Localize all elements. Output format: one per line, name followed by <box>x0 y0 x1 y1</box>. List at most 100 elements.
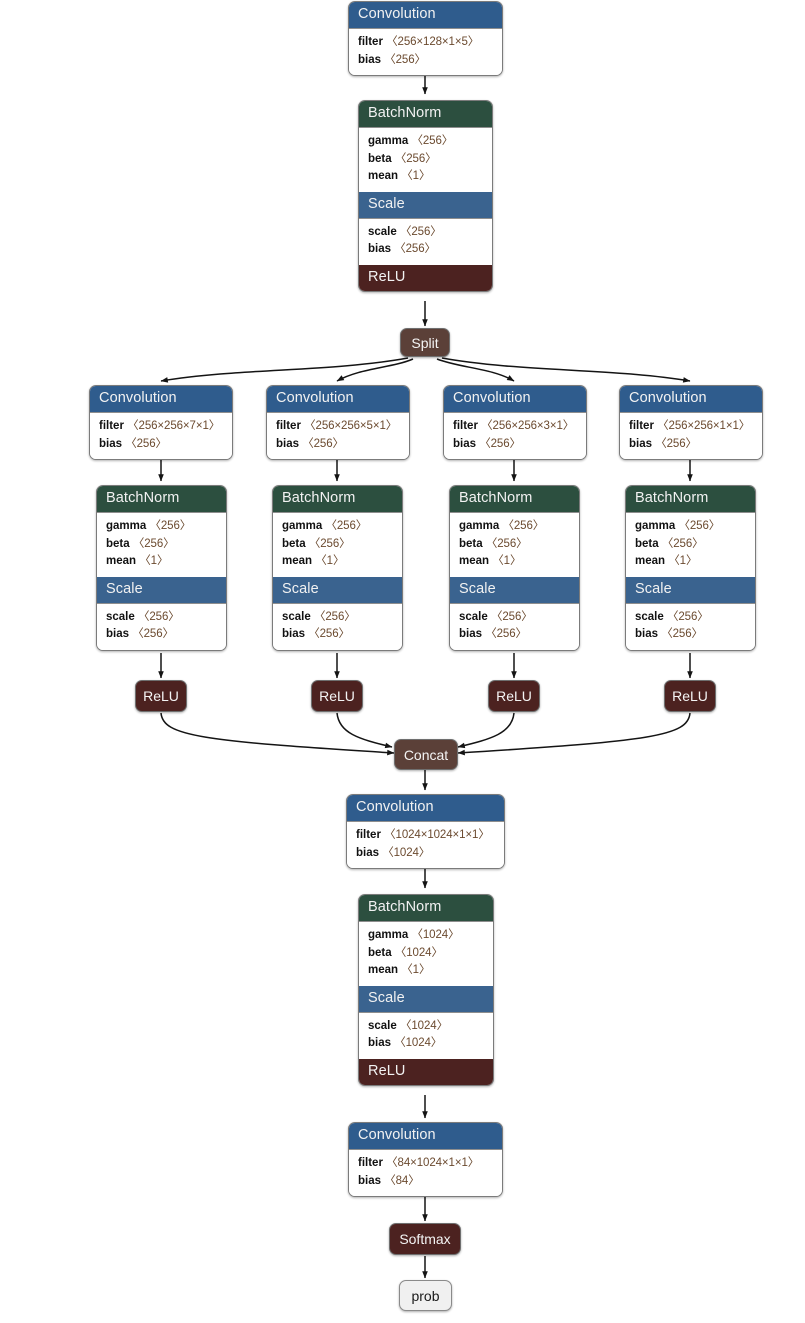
param-name: mean <box>368 964 399 976</box>
param-value: 〈1024〉 <box>382 846 431 859</box>
param-name: gamma <box>368 135 409 147</box>
node-branch3-relu[interactable]: ReLU <box>664 680 716 712</box>
node-branch1-relu[interactable]: ReLU <box>311 680 363 712</box>
param-value: 〈256〉 <box>485 628 527 640</box>
param-name: filter <box>276 420 301 432</box>
node-header-scale: Scale <box>359 191 492 218</box>
node-header-relu: ReLU <box>359 264 492 291</box>
param-beta: beta 〈256〉 <box>106 536 217 554</box>
divider <box>359 1011 493 1013</box>
node-branch2-convolution[interactable]: Convolution filter 〈256×256×3×1〉 bias 〈2… <box>443 385 587 460</box>
param-list-scale: scale 〈256〉 bias 〈256〉 <box>97 603 226 650</box>
param-filter: filter 〈256×128×1×5〉 <box>358 34 493 52</box>
node-header-convolution: Convolution <box>347 795 504 821</box>
param-name: scale <box>106 610 135 623</box>
param-beta: beta 〈256〉 <box>635 536 746 554</box>
param-bias: bias 〈256〉 <box>453 436 577 454</box>
node-stem-bn-scale-relu[interactable]: BatchNorm gamma 〈256〉 beta 〈256〉 mean 〈1… <box>358 100 493 292</box>
node-branch1-convolution[interactable]: Convolution filter 〈256×256×5×1〉 bias 〈2… <box>266 385 410 460</box>
param-bias: bias 〈1024〉 <box>368 1035 484 1053</box>
param-list-batchnorm: gamma 〈256〉 beta 〈256〉 mean 〈1〉 <box>450 513 579 577</box>
node-branch2-relu[interactable]: ReLU <box>488 680 540 712</box>
node-branch0-bn-scale[interactable]: BatchNorm gamma 〈256〉 beta 〈256〉 mean 〈1… <box>96 485 227 651</box>
param-list-batchnorm: gamma 〈256〉 beta 〈256〉 mean 〈1〉 <box>273 513 402 577</box>
param-gamma: gamma 〈1024〉 <box>368 927 484 945</box>
edge-split-to-branch-1 <box>336 358 414 382</box>
param-list: filter 〈256×256×5×1〉 bias 〈256〉 <box>267 413 409 459</box>
param-name: beta <box>106 537 130 550</box>
edge-split-to-branch-2 <box>436 358 515 382</box>
node-branch2-bn-scale[interactable]: BatchNorm gamma 〈256〉 beta 〈256〉 mean 〈1… <box>449 485 580 651</box>
divider <box>273 602 402 604</box>
node-stem-convolution[interactable]: Convolution filter 〈256×128×1×5〉 bias 〈2… <box>348 1 503 76</box>
param-list: filter 〈256×256×1×1〉 bias 〈256〉 <box>620 413 762 459</box>
node-head-bn-scale-relu[interactable]: BatchNorm gamma 〈1024〉 beta 〈1024〉 mean … <box>358 894 494 1086</box>
node-branch3-convolution[interactable]: Convolution filter 〈256×256×1×1〉 bias 〈2… <box>619 385 763 460</box>
param-value: 〈256〉 <box>399 225 442 238</box>
param-name: mean <box>282 555 313 567</box>
param-gamma: gamma 〈256〉 <box>635 518 746 536</box>
node-header-scale: Scale <box>97 576 226 603</box>
param-mean: mean 〈1〉 <box>368 168 483 186</box>
param-name: filter <box>453 420 478 432</box>
param-value: 〈256〉 <box>678 520 721 532</box>
divider <box>444 412 586 413</box>
node-head-convolution[interactable]: Convolution filter 〈1024×1024×1×1〉 bias … <box>346 794 505 869</box>
param-filter: filter 〈256×256×3×1〉 <box>453 418 577 436</box>
param-gamma: gamma 〈256〉 <box>368 133 483 151</box>
node-softmax[interactable]: Softmax <box>389 1223 461 1255</box>
node-header-relu: ReLU <box>359 1058 493 1085</box>
param-name: beta <box>635 537 659 550</box>
divider <box>97 602 226 604</box>
param-scale: scale 〈256〉 <box>106 609 217 627</box>
param-value: 〈1024〉 <box>399 1019 448 1032</box>
param-beta: beta 〈256〉 <box>282 536 393 554</box>
param-name: scale <box>459 610 488 623</box>
param-value: 〈256×256×3×1〉 <box>481 420 575 432</box>
param-bias: bias 〈256〉 <box>629 436 753 454</box>
node-header-convolution: Convolution <box>267 386 409 412</box>
param-name: scale <box>282 610 311 623</box>
param-name: mean <box>368 170 399 182</box>
node-label: Concat <box>403 746 449 763</box>
node-branch0-convolution[interactable]: Convolution filter 〈256×256×7×1〉 bias 〈2… <box>89 385 233 460</box>
node-output-prob[interactable]: prob <box>399 1280 452 1311</box>
param-list: filter 〈84×1024×1×1〉 bias 〈84〉 <box>349 1150 502 1196</box>
divider <box>626 512 755 513</box>
node-concat[interactable]: Concat <box>394 739 458 770</box>
param-mean: mean 〈1〉 <box>635 553 746 571</box>
param-name: beta <box>368 152 392 165</box>
node-label: ReLU <box>143 688 179 704</box>
param-name: gamma <box>459 520 500 532</box>
param-name: gamma <box>635 520 676 532</box>
node-branch3-bn-scale[interactable]: BatchNorm gamma 〈256〉 beta 〈256〉 mean 〈1… <box>625 485 756 651</box>
param-value: 〈256〉 <box>325 520 368 532</box>
param-value: 〈256〉 <box>485 537 528 550</box>
param-value: 〈256〉 <box>394 243 436 255</box>
param-list: filter 〈256×128×1×5〉 bias 〈256〉 <box>349 29 502 75</box>
param-value: 〈84〉 <box>384 1174 420 1187</box>
param-value: 〈256〉 <box>411 135 454 147</box>
param-value: 〈256〉 <box>313 610 356 623</box>
param-value: 〈1〉 <box>401 170 431 182</box>
param-name: bias <box>459 628 483 640</box>
divider <box>97 512 226 513</box>
node-header-batchnorm: BatchNorm <box>359 101 492 127</box>
node-split[interactable]: Split <box>400 328 450 357</box>
param-name: gamma <box>282 520 323 532</box>
param-list-batchnorm: gamma 〈256〉 beta 〈256〉 mean 〈1〉 <box>359 128 492 192</box>
node-header-convolution: Convolution <box>620 386 762 412</box>
node-final-convolution[interactable]: Convolution filter 〈84×1024×1×1〉 bias 〈8… <box>348 1122 503 1197</box>
param-name: filter <box>356 829 381 841</box>
param-value: 〈1〉 <box>492 555 522 567</box>
node-branch0-relu[interactable]: ReLU <box>135 680 187 712</box>
param-value: 〈256〉 <box>132 628 174 640</box>
divider <box>359 127 492 128</box>
edge-split-to-branch-0 <box>160 357 409 383</box>
node-branch1-bn-scale[interactable]: BatchNorm gamma 〈256〉 beta 〈256〉 mean 〈1… <box>272 485 403 651</box>
param-value: 〈256〉 <box>302 437 344 450</box>
param-name: scale <box>368 225 397 238</box>
param-name: filter <box>358 36 383 48</box>
param-value: 〈256〉 <box>137 610 180 623</box>
